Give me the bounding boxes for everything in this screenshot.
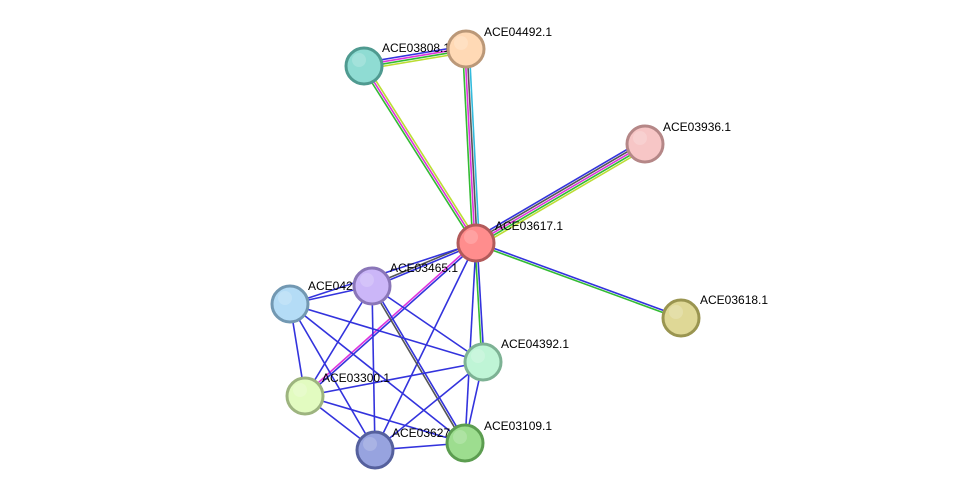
edge-strand-blue [473,139,644,240]
node-ACE03617.1[interactable]: ACE03617.1 [456,219,563,263]
node-label: ACE03465.1 [390,261,458,275]
node-ACE042[interactable]: ACE042 [270,279,353,324]
node-circle[interactable] [270,284,310,324]
node-label: ACE04492.1 [484,25,552,39]
edge-ACE03617.1-ACE04392.1 [474,242,485,363]
node-highlight [669,305,683,319]
edge-ACE042-ACE03627.1 [289,303,376,451]
edge-ACE03465.1-ACE04392.1 [371,285,484,363]
node-circle[interactable] [456,223,496,263]
edge-ACE04392.1-ACE03300.1 [304,361,484,397]
node-ACE04392.1[interactable]: ACE04392.1 [463,337,569,382]
node-circle[interactable] [463,342,503,382]
node-label: ACE03618.1 [700,293,768,307]
edge-strand-blue [374,361,484,451]
edge-strand-cyan [468,48,481,243]
edge-ACE03617.1-ACE03808.1 [361,64,479,245]
node-highlight [454,36,468,50]
edge-strand-magenta [475,143,646,244]
node-highlight [352,53,366,67]
node-ACE03936.1[interactable]: ACE03936.1 [625,120,731,164]
edge-ACE03617.1-ACE03618.1 [475,241,682,320]
edge-ACE04392.1-ACE03627.1 [374,361,484,451]
node-highlight [360,273,374,287]
edge-strand-yellowgreen [477,147,648,248]
node-highlight [293,383,307,397]
edges-layer [289,44,682,451]
edge-strand-blue [476,241,682,318]
edge-strand-blue [304,361,484,397]
node-label: ACE03300.1 [322,371,390,385]
edge-ACE03617.1-ACE03109.1 [464,242,477,444]
node-circle[interactable] [344,46,384,86]
edge-strand-blue [289,303,376,451]
edge-ACE03465.1-ACE03300.1 [304,285,373,397]
edge-strand-magenta [464,49,476,244]
edge-strand-magenta [363,65,477,244]
edge-strand-yellowgreen [365,64,479,243]
edge-strand-green [361,66,475,245]
node-ACE03300.1[interactable]: ACE03300.1 [285,371,390,416]
node-ACE03109.1[interactable]: ACE03109.1 [445,419,552,463]
node-label: ACE03617.1 [495,219,563,233]
node-label: ACE03109.1 [484,419,552,433]
edge-strand-green [476,145,647,246]
node-highlight [633,131,647,145]
node-ACE03465.1[interactable]: ACE03465.1 [352,261,458,306]
node-ACE03808.1[interactable]: ACE03808.1 [344,41,450,86]
edge-ACE042-ACE04392.1 [289,303,484,363]
edge-strand-blue [372,285,467,443]
edge-strand-blue [304,285,373,397]
nodes-layer: ACE03617.1 ACE03808.1 ACE04492.1ACE03936.1… [270,25,768,470]
node-circle[interactable] [355,430,395,470]
node-label: ACE03936.1 [663,120,731,134]
edge-strand-blue [304,395,466,444]
node-circle[interactable] [446,29,486,69]
edge-strand-darkgray [474,141,645,242]
edge-strand-green [475,243,681,320]
node-label: ACE03627.1 [392,426,460,440]
edge-ACE042-ACE03109.1 [289,303,466,444]
node-circle[interactable] [352,266,392,306]
edge-strand-blue [374,242,477,451]
node-circle[interactable] [661,298,701,338]
edge-strand-darkgray [370,286,465,444]
node-ACE04492.1[interactable]: ACE04492.1 [446,25,552,69]
edge-strand-blue [289,303,484,363]
node-circle[interactable] [625,124,665,164]
node-label: ACE04392.1 [501,337,569,351]
edge-strand-blue [464,242,477,444]
edge-ACE03465.1-ACE03627.1 [371,285,376,451]
node-highlight [471,349,485,363]
edge-ACE03617.1-ACE03936.1 [473,139,648,248]
edge-strand-green [461,49,474,244]
node-highlight [278,291,292,305]
node-circle[interactable] [285,376,325,416]
edge-ACE03617.1-ACE03627.1 [374,242,477,451]
node-label: ACE03808.1 [382,41,450,55]
edge-strand-blue [476,242,485,362]
edge-ACE03617.1-ACE04492.1 [461,48,481,244]
node-ACE03627.1[interactable]: ACE03627.1 [355,426,460,470]
edge-strand-blue [289,303,466,444]
node-highlight [363,437,377,451]
node-circle[interactable] [445,423,485,463]
node-highlight [464,230,478,244]
node-highlight [453,430,467,444]
edge-strand-darkgray [466,48,478,243]
node-label: ACE042 [308,279,353,293]
node-ACE03618.1[interactable]: ACE03618.1 [661,293,768,338]
edge-ACE03300.1-ACE03109.1 [304,395,466,444]
edge-strand-blue [371,285,376,451]
edge-ACE03465.1-ACE03109.1 [370,285,467,444]
edge-strand-blue [371,285,484,363]
edge-strand-green [474,243,483,363]
